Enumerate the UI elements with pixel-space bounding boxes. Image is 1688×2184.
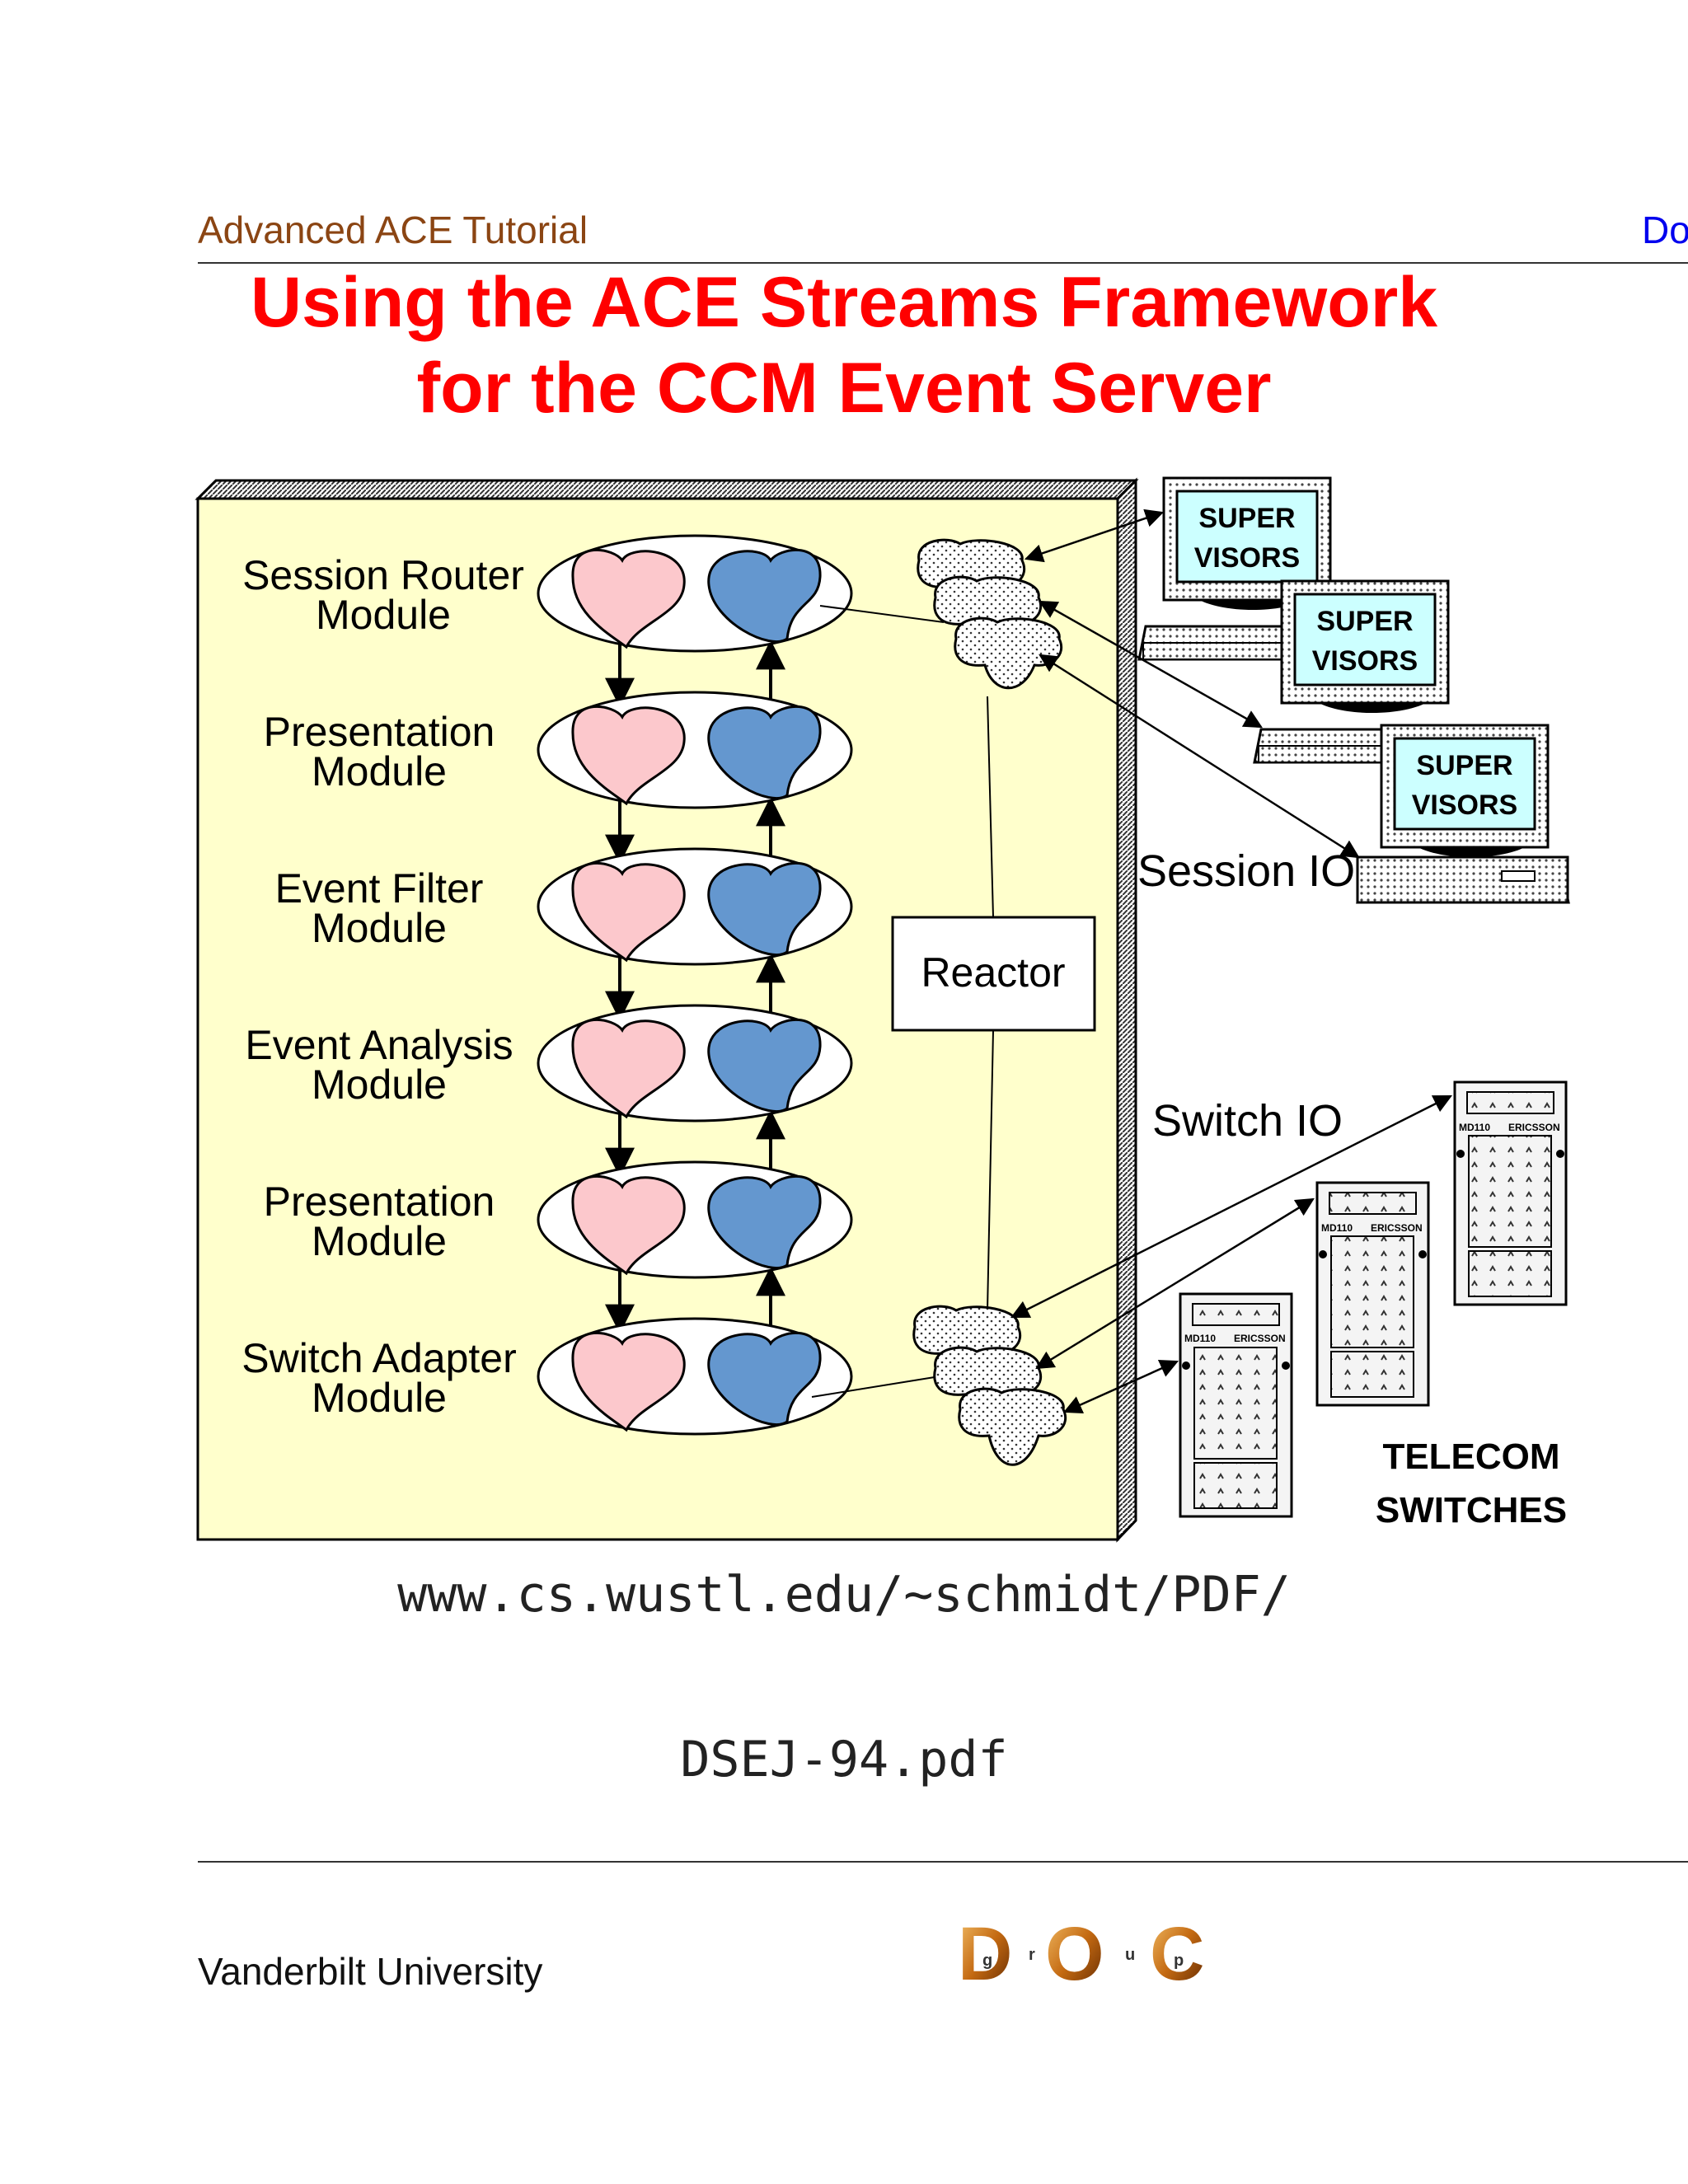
switch-3-model: MD110	[1184, 1333, 1216, 1344]
module-shape-event-filter	[537, 847, 853, 966]
logo-small-p: p	[1174, 1952, 1184, 1970]
module-label-2-line1: Event Filter	[275, 865, 484, 912]
logo-letter-o: O	[1045, 1912, 1104, 1994]
supervisor-1-line2: VISORS	[1194, 542, 1300, 574]
module-label-4-line2: Module	[312, 1218, 447, 1264]
session-io-handles	[917, 538, 1063, 690]
module-label-2-line2: Module	[312, 905, 447, 951]
reactor-line-top	[987, 696, 994, 918]
supervisor-1-line1: SUPER	[1198, 503, 1295, 534]
supervisor-3-line1: SUPER	[1416, 750, 1512, 781]
header-left-title: Advanced ACE Tutorial	[198, 209, 588, 251]
supervisor-3-line2: VISORS	[1412, 790, 1517, 821]
doc-group-logo: D O C g r u p	[958, 1912, 1204, 1994]
reactor-line-bottom	[987, 1029, 994, 1311]
module-label-5-line1: Switch Adapter	[241, 1335, 517, 1381]
panel-top-edge	[195, 479, 1139, 500]
supervisor-2-line1: SUPER	[1316, 606, 1413, 637]
reactor-box	[891, 916, 1096, 1032]
module-label-3-line2: Module	[312, 1062, 447, 1108]
module-shape-event-analysis	[537, 1004, 853, 1122]
module-label-5-line2: Module	[312, 1375, 447, 1421]
module-shape-switch-adapter	[537, 1317, 853, 1436]
slide-title-line1: Using the ACE Streams Framework	[250, 263, 1438, 342]
logo-letter-d: D	[958, 1912, 1012, 1994]
telecom-switch-2	[1315, 1181, 1430, 1407]
pdf-filename[interactable]: DSEJ-94.pdf	[680, 1731, 1008, 1788]
footer-rule	[198, 1861, 1688, 1863]
logo-small-g: g	[982, 1952, 992, 1970]
logo-letter-c: C	[1150, 1912, 1204, 1994]
module-label-1-line1: Presentation	[264, 709, 495, 755]
module-shape-presentation-2	[537, 1160, 853, 1279]
supervisor-terminal-3	[1356, 724, 1570, 904]
switch-1-brand: ERICSSON	[1508, 1122, 1560, 1133]
module-label-1-line2: Module	[312, 748, 447, 794]
header-rule	[198, 262, 1688, 264]
telecom-label-line1: TELECOM	[1382, 1436, 1559, 1477]
reactor-label: Reactor	[921, 949, 1065, 996]
supervisor-2-line2: VISORS	[1312, 645, 1418, 677]
footer-institution: Vanderbilt University	[198, 1950, 543, 1993]
module-shape-session-router	[537, 534, 853, 653]
switch-1-model: MD110	[1459, 1122, 1490, 1133]
header-right-link[interactable]: Do	[1642, 209, 1688, 251]
switch-3-brand: ERICSSON	[1234, 1333, 1286, 1344]
module-shape-presentation-1	[537, 691, 853, 809]
module-label-0-line2: Module	[316, 592, 451, 638]
session-io-label: Session IO	[1137, 846, 1355, 896]
module-label-4-line1: Presentation	[264, 1179, 495, 1225]
telecom-switch-3	[1179, 1292, 1293, 1518]
logo-small-r: r	[1029, 1946, 1035, 1964]
switch-io-handles	[912, 1305, 1067, 1466]
logo-small-u: u	[1125, 1946, 1135, 1964]
telecom-switch-1	[1453, 1080, 1568, 1306]
slide-title-line2: for the CCM Event Server	[416, 349, 1272, 428]
url-text[interactable]: www.cs.wustl.edu/~schmidt/PDF/	[397, 1566, 1291, 1624]
module-label-0-line1: Session Router	[242, 552, 524, 598]
telecom-label-line2: SWITCHES	[1376, 1490, 1567, 1530]
session-router-connector	[819, 605, 945, 623]
ccm-event-server-diagram: Session Router Module Presentation Modul…	[195, 476, 1570, 1543]
switch-io-label: Switch IO	[1152, 1096, 1343, 1146]
switch-2-model: MD110	[1321, 1222, 1353, 1234]
module-label-3-line1: Event Analysis	[245, 1022, 513, 1068]
switch-2-brand: ERICSSON	[1371, 1222, 1423, 1234]
switch-adapter-connector	[811, 1376, 940, 1398]
